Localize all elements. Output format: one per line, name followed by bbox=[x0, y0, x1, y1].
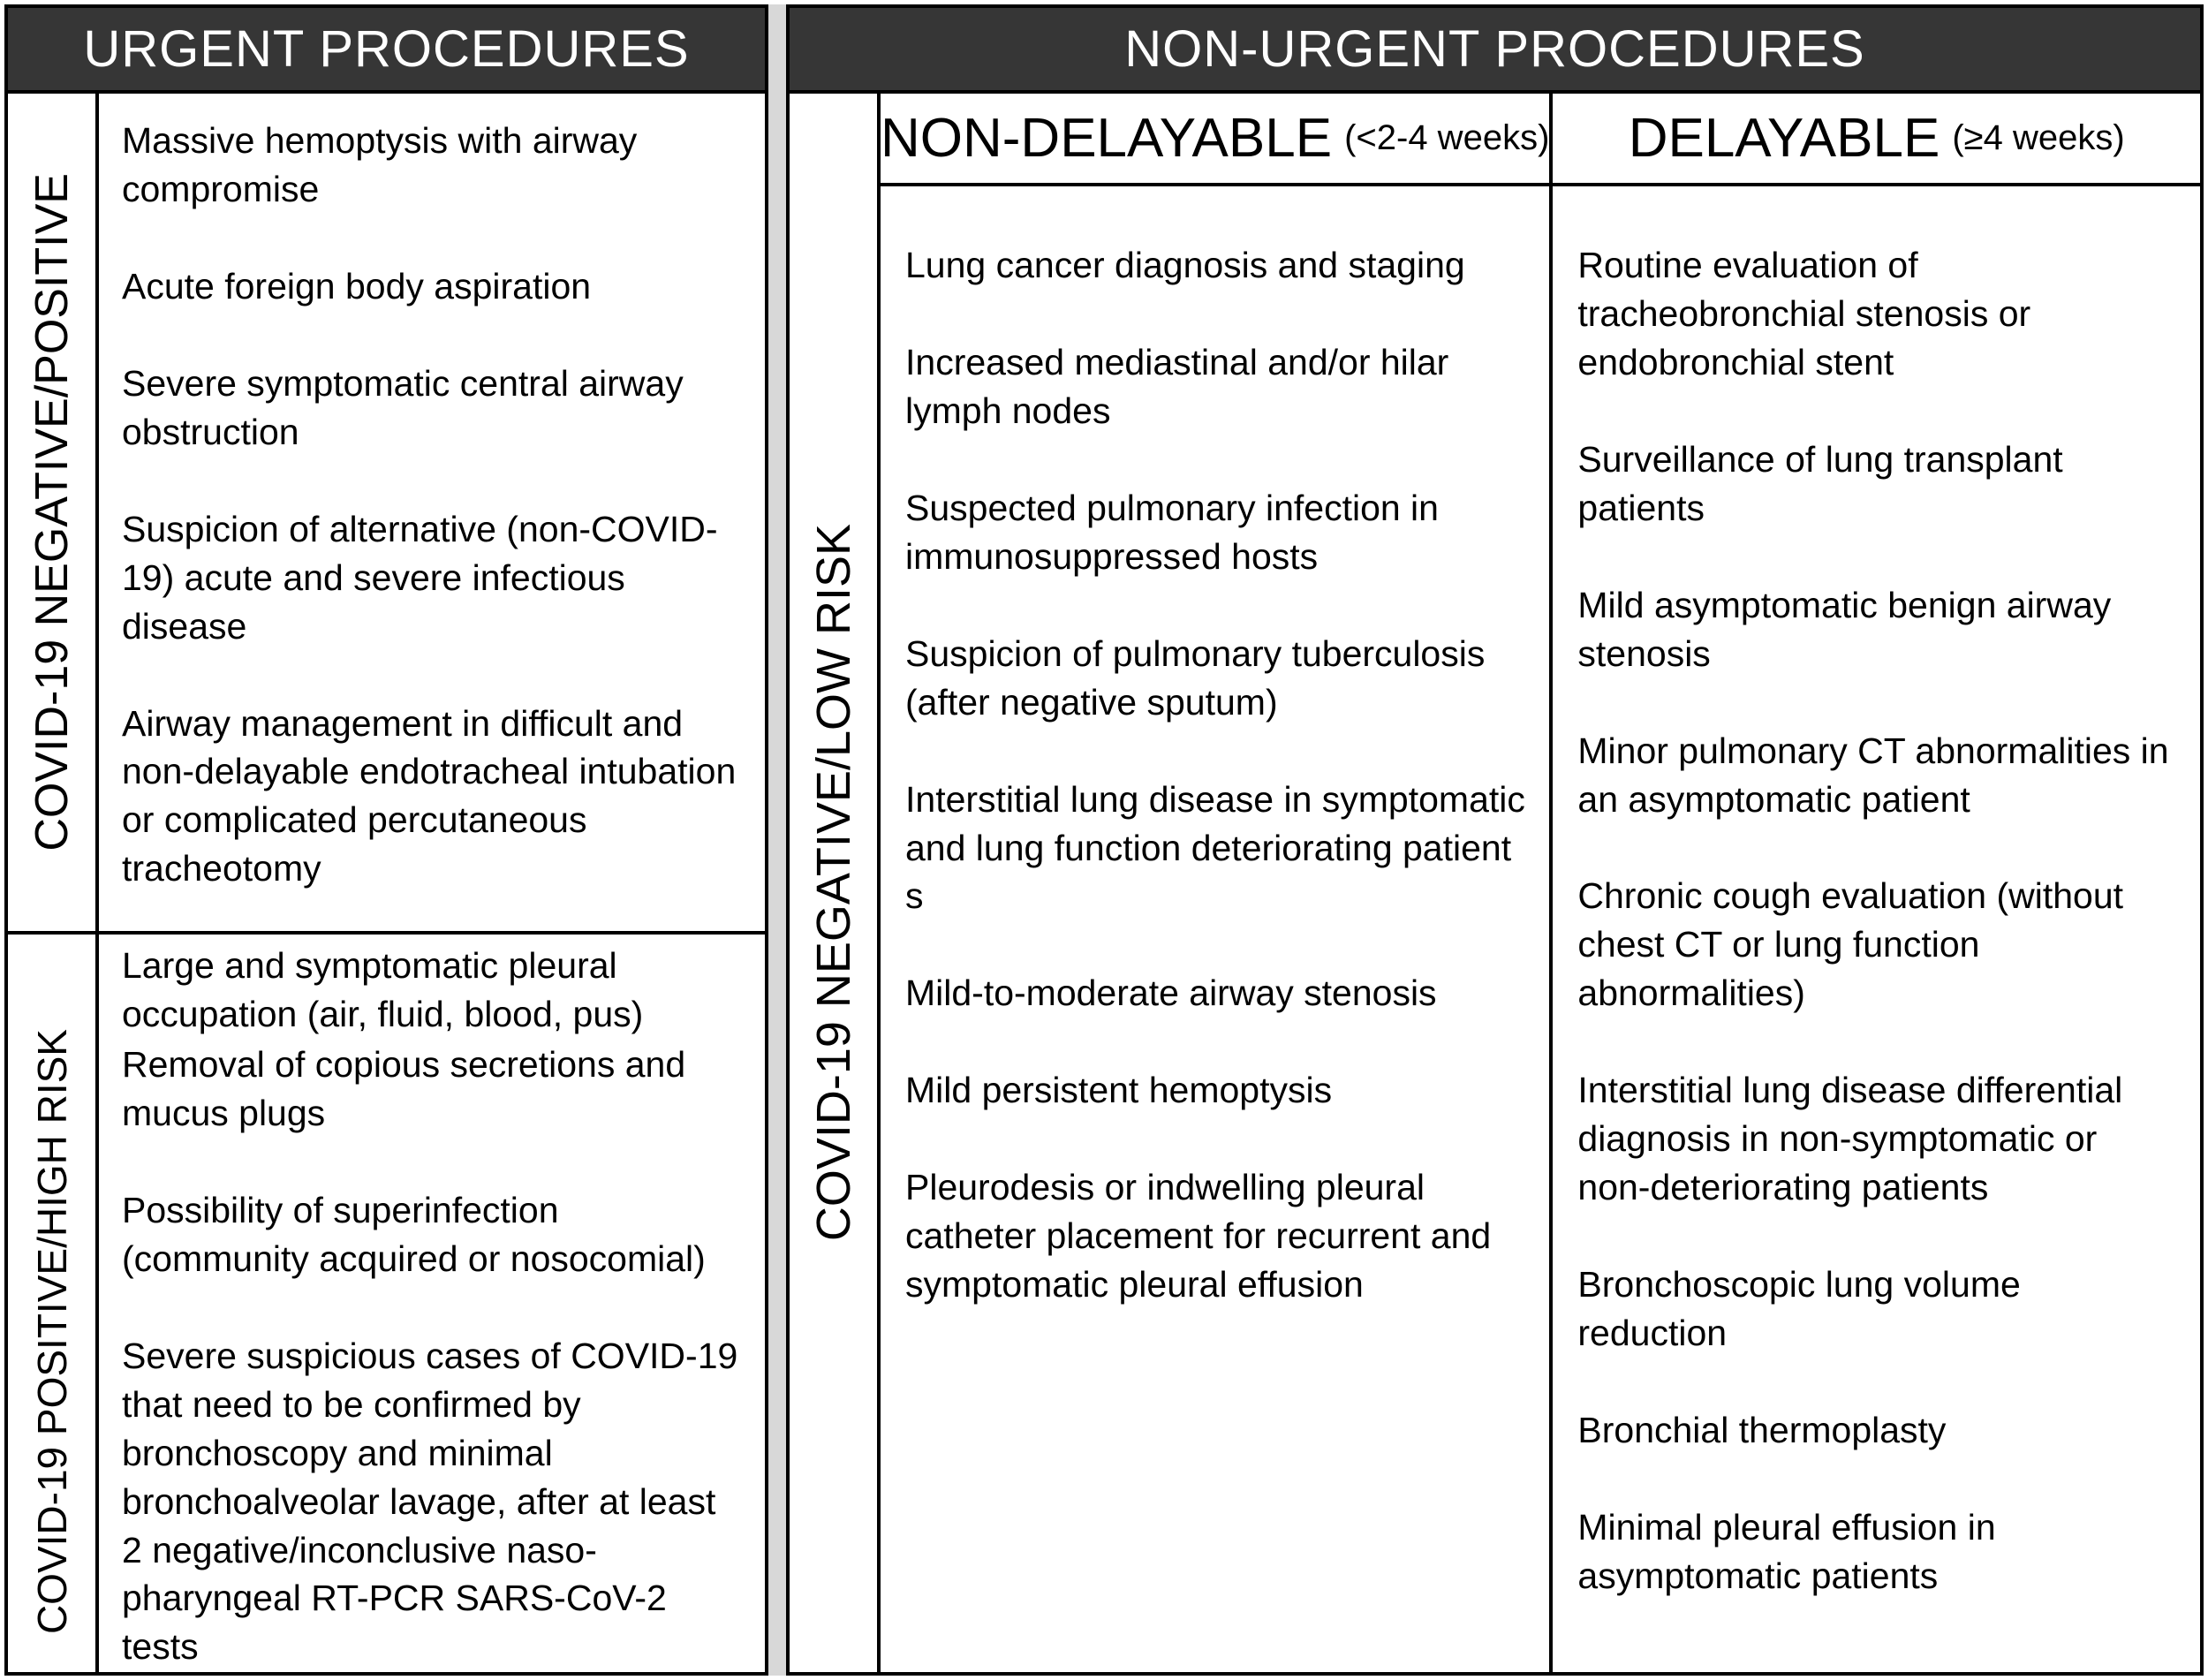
procedure-item: Airway management in difficult and non-d… bbox=[122, 702, 737, 889]
procedure-item: Increased mediastinal and/or hilar lymph… bbox=[905, 341, 1449, 431]
urgent-procedures-header: URGENT PROCEDURES bbox=[8, 8, 765, 94]
procedure-item: Large and symptomatic pleural occupation… bbox=[122, 945, 644, 1035]
non-urgent-procedures-header: NON-URGENT PROCEDURES bbox=[790, 8, 2200, 94]
procedure-item: Severe symptomatic central airway obstru… bbox=[122, 362, 684, 452]
procedure-item: Massive hemoptysis with airway compromis… bbox=[122, 120, 638, 209]
row-label-covid19-negative-positive: COVID-19 NEGATIVE/POSITIVE bbox=[8, 94, 99, 935]
procedure-item: Interstitial lung disease differential d… bbox=[1577, 1070, 2123, 1208]
procedure-item: Bronchial thermoplasty bbox=[1577, 1409, 1947, 1450]
urgent-positive-high-risk-list: Removal of copious secretions and mucus … bbox=[99, 935, 765, 1672]
vertical-label-text: COVID-19 POSITIVE/HIGH RISK bbox=[28, 1029, 75, 1635]
procedure-item: Surveillance of lung transplant patients bbox=[1577, 438, 2063, 528]
procedure-item: Lung cancer diagnosis and staging bbox=[905, 245, 1465, 285]
procedure-item: Suspected pulmonary infection in immunos… bbox=[905, 487, 1439, 577]
urgent-procedures-body: COVID-19 NEGATIVE/POSITIVE Massive hemop… bbox=[8, 94, 765, 1672]
non-urgent-procedures-panel: NON-URGENT PROCEDURES COVID-19 NEGATIVE/… bbox=[786, 4, 2204, 1676]
procedure-item: Interstitial lung disease in symptomatic… bbox=[905, 778, 1525, 917]
row-label-covid19-positive-high-risk: COVID-19 POSITIVE/HIGH RISK bbox=[8, 935, 99, 1672]
procedure-item: Bronchoscopic lung volume reduction bbox=[1577, 1264, 2021, 1353]
procedure-item: Acute foreign body aspiration bbox=[122, 265, 592, 306]
delayable-timeframe: (≥4 weeks) bbox=[1952, 118, 2125, 157]
procedure-item: Possibility of superinfection (community… bbox=[122, 1189, 706, 1279]
procedure-item: Routine evaluation of tracheobronchial s… bbox=[1577, 245, 2031, 382]
procedure-item: Suspicion of pulmonary tuberculosis (aft… bbox=[905, 632, 1486, 723]
panel-gap-divider bbox=[768, 4, 786, 1676]
delayable-column-header: DELAYABLE (≥4 weeks) bbox=[1553, 94, 2200, 186]
procedure-item: Chronic cough evaluation (without chest … bbox=[1577, 875, 2124, 1014]
non-urgent-procedures-body: COVID-19 NEGATIVE/LOW RISK NON-DELAYABLE… bbox=[790, 94, 2200, 1672]
urgent-procedures-panel: URGENT PROCEDURES COVID-19 NEGATIVE/POSI… bbox=[4, 4, 768, 1676]
procedure-item: Minor pulmonary CT abnormalities in an a… bbox=[1577, 730, 2169, 820]
procedure-item: Suspicion of alternative (non-COVID-19) … bbox=[122, 508, 718, 647]
procedure-item: Pleurodesis or indwelling pleural cathet… bbox=[905, 1167, 1492, 1305]
procedure-item: Mild asymptomatic benign airway stenosis bbox=[1577, 584, 2112, 674]
procedure-item: Mild-to-moderate airway stenosis bbox=[905, 972, 1437, 1014]
delayable-title: DELAYABLE bbox=[1628, 108, 1940, 169]
delayable-list: Routine evaluation of tracheobronchial s… bbox=[1553, 186, 2200, 1672]
procedure-item: Severe suspicious cases of COVID-19 that… bbox=[122, 1335, 738, 1668]
vertical-label-text: COVID-19 NEGATIVE/LOW RISK bbox=[806, 524, 860, 1242]
vertical-label-text: COVID-19 NEGATIVE/POSITIVE bbox=[26, 173, 78, 851]
non-delayable-title: NON-DELAYABLE bbox=[881, 108, 1333, 169]
procedure-item: Removal of copious secretions and mucus … bbox=[122, 1044, 686, 1133]
row-label-covid19-negative-low-risk: COVID-19 NEGATIVE/LOW RISK bbox=[790, 94, 881, 1672]
non-delayable-timeframe: (<2-4 weeks) bbox=[1344, 118, 1550, 157]
non-delayable-column-header: NON-DELAYABLE (<2-4 weeks) bbox=[881, 94, 1554, 186]
procedure-item: Mild persistent hemoptysis bbox=[905, 1070, 1333, 1111]
procedure-item: Minimal pleural effusion in asymptomatic… bbox=[1577, 1506, 1996, 1596]
urgent-negative-positive-list: Massive hemoptysis with airway compromis… bbox=[99, 94, 765, 1034]
